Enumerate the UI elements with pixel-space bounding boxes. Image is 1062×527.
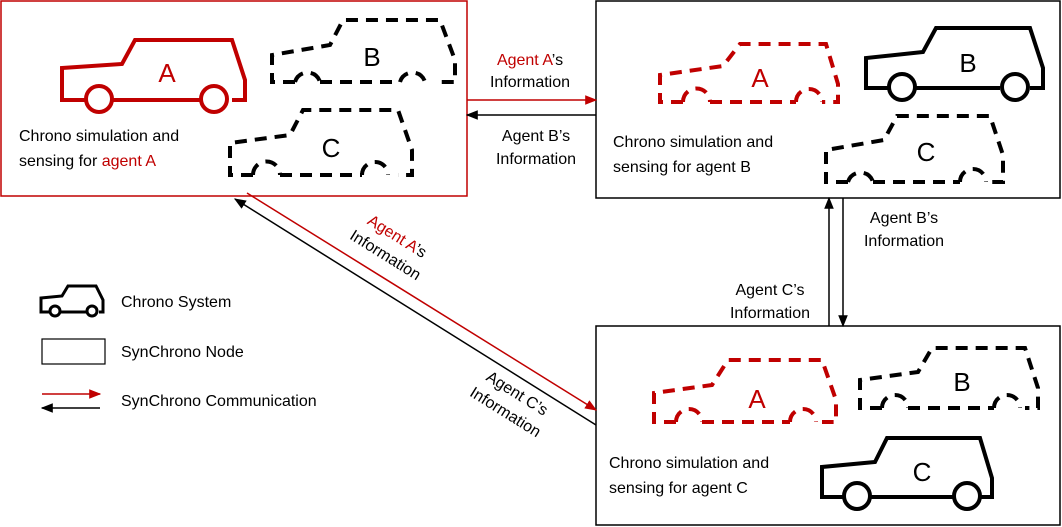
- arrow-c-to-a: [235, 199, 596, 425]
- node-agent-c: A B C Chrono simulation and sensing for …: [596, 326, 1060, 525]
- car-b-letter: B: [363, 42, 380, 72]
- car-c-letter: C: [322, 133, 341, 163]
- car-b-letter: B: [959, 48, 976, 78]
- car-b-dashed-icon: B: [272, 20, 455, 82]
- legend: Chrono System SynChrono Node SynChrono C…: [41, 286, 317, 410]
- node-a-caption-line2: sensing for agent A: [19, 153, 156, 170]
- car-c-solid-icon: C: [822, 438, 992, 509]
- car-c-letter: C: [913, 457, 932, 487]
- car-a-letter: A: [751, 63, 769, 93]
- legend-node-swatch: [42, 339, 105, 364]
- legend-synchrono-node-label: SynChrono Node: [121, 344, 244, 361]
- label-c-to-b-line1: Agent C’s: [735, 282, 804, 299]
- label-a-to-b-agent: Agent A: [497, 52, 553, 69]
- car-a-dashed-icon: A: [660, 44, 838, 102]
- legend-synchrono-communication-label: SynChrono Communication: [121, 393, 317, 410]
- label-c-to-b-line2: Information: [730, 305, 810, 322]
- label-a-to-b-suffix: ’s: [552, 52, 563, 69]
- car-b-solid-icon: B: [866, 28, 1043, 100]
- legend-car-icon: [41, 286, 103, 316]
- node-agent-b: A B C Chrono simulation and sensing for …: [596, 1, 1060, 198]
- car-c-dashed-icon: C: [826, 116, 1003, 182]
- label-a-to-b-line1: Agent A’s: [497, 52, 563, 69]
- car-c-dashed-icon: C: [230, 110, 412, 175]
- label-a-to-c: Agent A’s Information: [347, 209, 436, 284]
- car-a-dashed-icon: A: [654, 360, 836, 422]
- node-c-caption-line2: sensing for agent C: [609, 480, 748, 497]
- label-a-to-b-line2: Information: [490, 74, 570, 91]
- car-b-letter: B: [953, 367, 970, 397]
- node-a-caption-line1: Chrono simulation and: [19, 128, 179, 145]
- car-a-letter: A: [748, 384, 766, 414]
- node-a-caption-prefix: sensing for: [19, 153, 102, 170]
- car-a-letter: A: [158, 58, 176, 88]
- node-b-caption-line1: Chrono simulation and: [613, 134, 773, 151]
- arrow-a-to-c: [247, 193, 596, 410]
- node-agent-a: A B C Chrono simulation and sensing for …: [1, 1, 467, 196]
- car-a-solid-icon: A: [62, 40, 245, 112]
- car-c-letter: C: [917, 137, 936, 167]
- label-b-to-a-line1: Agent B’s: [502, 128, 570, 145]
- node-c-caption-line1: Chrono simulation and: [609, 455, 769, 472]
- node-a-caption-agent: agent A: [102, 153, 157, 170]
- label-b-to-a-line2: Information: [496, 151, 576, 168]
- legend-chrono-system-label: Chrono System: [121, 294, 231, 311]
- label-b-to-c-line2: Information: [864, 233, 944, 250]
- node-b-caption-line2: sensing for agent B: [613, 159, 751, 176]
- label-b-to-c-line1: Agent B’s: [870, 210, 938, 227]
- car-b-dashed-icon: B: [860, 348, 1038, 408]
